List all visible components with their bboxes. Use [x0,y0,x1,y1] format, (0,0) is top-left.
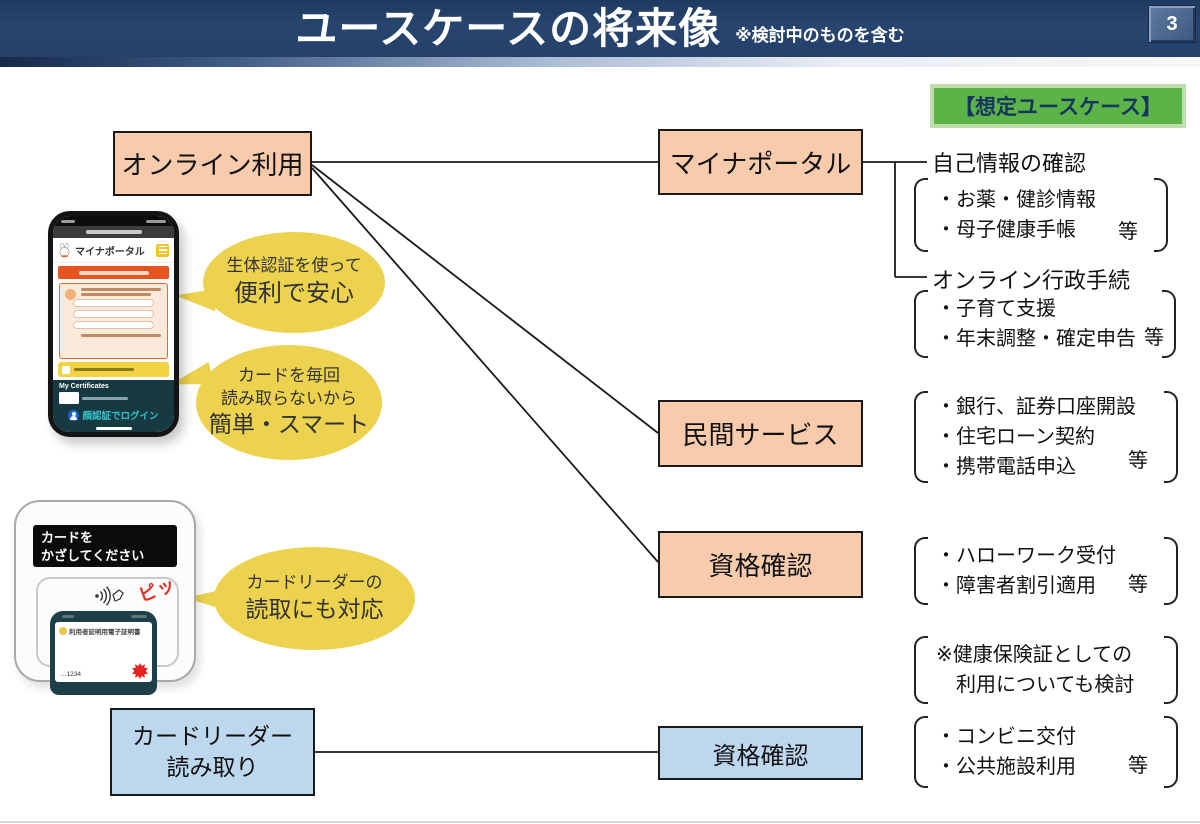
app-title: マイナポータル [75,246,145,258]
certificate-title: 利用者証明用電子証明書 [69,629,141,636]
node-card-reader-line1: カードリーダー [132,722,293,749]
bubble-reader-support: カードリーダーの 読取にも対応 [214,547,415,650]
bracket-right [1162,290,1176,358]
list-item: ・母子健康手帳 [936,219,1076,241]
list-item: ・銀行、証券口座開設 [936,396,1136,418]
phone-status-bar [53,216,174,226]
header-gradient-strip [0,57,1200,67]
etc-label: 等 [1144,327,1164,349]
bubble-no-reading: カードを毎回 読み取らないから 簡単・スマート [196,345,382,460]
stamp-icon [132,663,148,679]
menu-icon [156,243,169,257]
app-button [73,310,154,318]
phone-screen: マイナポータル My Certificates 顔認証で [53,216,174,432]
list-item: ※健康保険証としての [936,644,1133,666]
node-eligibility-online: 資格確認 [658,531,863,598]
login-row: 顔認証でログイン [59,408,168,422]
page-number: 3 [1148,5,1196,43]
bracket-list-health-insurance-note: ※健康保険証としての 利用についても検討 [914,636,1178,704]
list-item: ・ハローワーク受付 [936,545,1116,567]
header-bar: ユースケースの将来像 ※検討中のものを含む [0,0,1200,57]
bubble-text: 生体認証を使って [226,256,362,276]
node-private-service: 民間サービス [658,400,863,467]
badge-icon [65,289,76,300]
bracket-list-online-procedures: ・子育て支援 ・年末調整・確定申告 等 [914,290,1176,358]
node-eligibility-reader: 資格確認 [658,726,863,780]
bracket-left [914,537,928,605]
card-icon [59,392,79,404]
reader-display: カードを かざしてください [33,525,177,567]
app-header: マイナポータル [53,238,174,263]
app-banner [58,266,169,279]
list-item: ・お薬・健診情報 [936,189,1096,211]
home-indicator [95,427,132,430]
bubble-text: 簡単・スマート [208,411,370,438]
bracket-right [1164,391,1178,483]
etc-label: 等 [1128,755,1148,777]
face-login-icon [68,409,80,421]
node-online-use: オンライン利用 [113,131,312,196]
app-notice [58,362,169,377]
certificates-panel: My Certificates 顔認証でログイン [53,380,174,432]
bracket-list-eligibility: ・ハローワーク受付 ・障害者割引適用 等 [914,537,1178,605]
bracket-left [914,178,928,252]
slide-bottom-edge [0,821,1200,823]
certificate-number: …1234 [60,671,81,678]
smartphone-mockup: マイナポータル My Certificates 顔認証で [48,211,179,437]
list-item: ・携帯電話申込 [936,456,1076,478]
bracket-right [1164,716,1178,788]
login-label: 顔認証でログイン [82,411,159,422]
contactless-icon [94,586,124,606]
reader-display-line2: かざしてください [41,547,145,563]
page-title: ユースケースの将来像 [295,5,722,52]
bracket-right [1164,537,1178,605]
browser-address-bar [53,226,174,238]
list-item: ・年末調整・確定申告 [936,328,1136,350]
bracket-left [914,716,928,788]
app-button [73,321,154,329]
bracket-left [914,290,928,358]
etc-label: 等 [1128,450,1148,472]
bracket-right [1164,636,1178,704]
reader-display-line1: カードを [41,530,94,545]
mascot-icon [59,627,67,635]
bubble-text: 読み取らないから [221,388,357,408]
branch-self-info: 自己情報の確認 [932,151,1087,176]
certificate-card: 利用者証明用電子証明書 …1234 [55,622,152,682]
bracket-left [914,636,928,704]
node-card-reader: カードリーダー 読み取り [110,708,315,796]
branch-online-procedures: オンライン行政手続 [932,268,1131,293]
smartphone-on-reader: 利用者証明用電子証明書 …1234 [50,611,157,695]
bracket-list-reader-use: ・コンビニ交付 ・公共施設利用 等 [914,716,1178,788]
bracket-list-self-info: ・お薬・健診情報 ・母子健康手帳 等 [914,178,1168,252]
bubble-tail [173,281,218,313]
list-item: ・障害者割引適用 [936,575,1096,597]
certificate-row [59,392,168,404]
node-card-reader-line2: 読み取り [166,754,259,780]
bubble-text: カードを毎回 [238,365,340,385]
legend-expected-use-cases: 【想定ユースケース】 [930,84,1186,128]
bubble-text: 読取にも対応 [245,596,384,623]
list-item: ・公共施設利用 [936,756,1076,778]
bubble-text: 便利で安心 [234,280,354,308]
bracket-list-private-service: ・銀行、証券口座開設 ・住宅ローン契約 ・携帯電話申込 等 [914,391,1178,483]
bubble-text: カードリーダーの [246,573,383,593]
etc-label: 等 [1118,221,1138,243]
list-item: ・住宅ローン契約 [936,426,1095,448]
mascot-icon [59,242,70,257]
page-subtitle: ※検討中のものを含む [735,26,905,45]
bracket-right [1154,178,1168,252]
etc-label: 等 [1128,574,1148,596]
certificates-label: My Certificates [59,383,109,390]
bracket-left [914,391,928,483]
list-item: ・子育て支援 [936,298,1056,320]
node-mynaportal: マイナポータル [658,129,863,195]
app-button [73,299,154,307]
bubble-biometric: 生体認証を使って 便利で安心 [203,232,385,333]
app-info-card [59,283,168,359]
list-item: ・コンビニ交付 [936,726,1076,748]
list-item: 利用についても検討 [936,674,1135,696]
